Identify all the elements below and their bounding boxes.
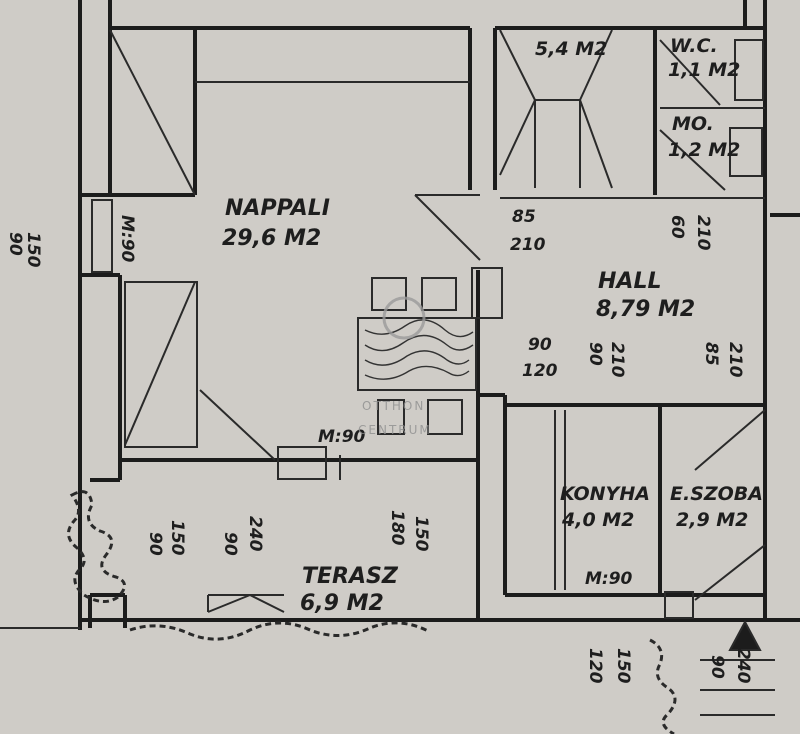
room-area-konyha: 4,0 M2 [561,509,634,531]
dim-door-right-b: 210 [693,215,713,251]
watermark: OTTHON CENTRUM [358,296,432,437]
dim-left-edge-a: 90 [5,232,25,256]
room-area-wc: 1,1 M2 [668,59,740,81]
room-area-eszoba: 2,9 M2 [676,509,748,531]
dim-door-mid-b: 120 [522,361,558,381]
room-area-mo: 1,2 M2 [668,139,740,161]
dim-terasz-a2: 90 [220,532,240,556]
watermark-line1: OTTHON [362,399,425,413]
dim-terasz-b2: 240 [245,516,265,552]
dim-terasz-a1: 90 [145,532,165,556]
room-area-furdo: 5,4 M2 [535,38,607,60]
dim-terasz-a3: 180 [387,510,407,546]
dim-door-hall-a: 85 [512,207,536,227]
room-label-mo: MO. [672,113,714,135]
room-area-terasz: 6,9 M2 [300,591,384,616]
dim-bottom-right-b: 240 [733,648,753,684]
dim-window-mid: M:90 [318,427,366,447]
dim-door-mid2-a: 90 [585,342,605,366]
dim-door-right-a: 60 [667,215,687,239]
dim-terasz-b3: 150 [411,516,431,552]
fireplace [357,317,477,391]
dim-terasz-b1: 150 [167,520,187,556]
dimension-labels: 90 150 M:90 85 210 60 210 90 120 90 210 … [5,207,753,684]
interior-lines [0,29,775,716]
room-area-nappali: 29,6 M2 [222,226,321,251]
walls [78,0,800,630]
dim-door-hall-b: 210 [510,235,546,255]
room-area-hall: 8,79 M2 [596,297,695,322]
dim-bottom-b: 150 [613,648,633,684]
dim-bottom-a: 120 [585,648,605,684]
shrubs [67,490,677,734]
dim-konyha-window: M:90 [585,569,633,589]
room-labels: NAPPALI 29,6 M2 HALL 8,79 M2 5,4 M2 W.C.… [222,35,763,616]
dim-door-mid-a: 90 [528,335,552,355]
room-label-eszoba: E.SZOBA [670,483,763,505]
room-label-hall: HALL [598,269,661,294]
room-label-konyha: KONYHA [560,483,650,505]
room-label-wc: W.C. [670,35,718,57]
room-label-nappali: NAPPALI [225,196,330,221]
watermark-line2: CENTRUM [358,423,432,437]
dim-left-edge-b: 150 [23,232,43,268]
dim-bottom-right-a: 90 [707,655,727,679]
room-label-terasz: TERASZ [302,564,399,589]
dim-window-left: M:90 [117,215,137,263]
dim-door-mid2-b: 210 [607,342,627,378]
dim-door-far-a: 85 [701,342,721,366]
dim-door-far-b: 210 [725,342,745,378]
